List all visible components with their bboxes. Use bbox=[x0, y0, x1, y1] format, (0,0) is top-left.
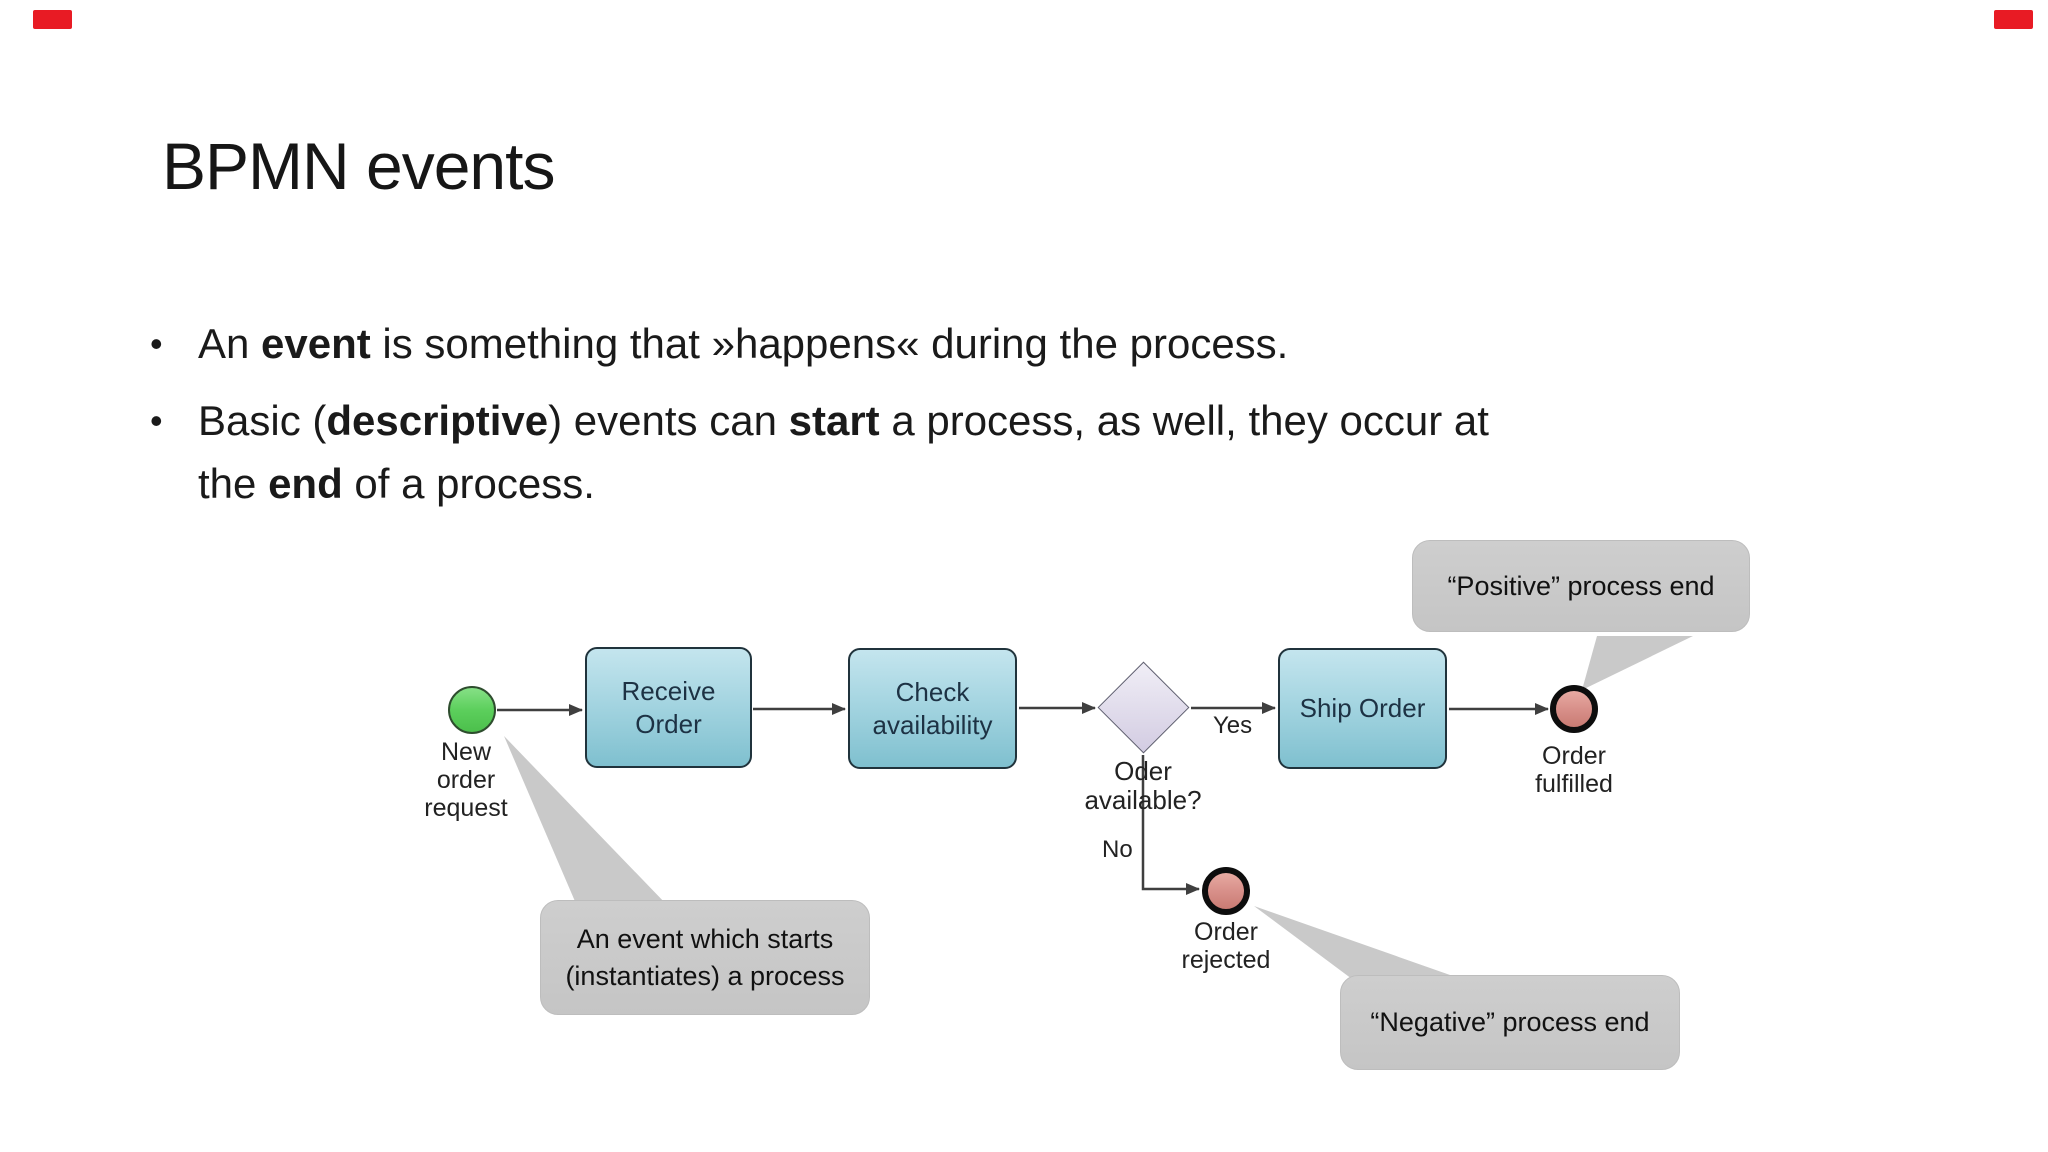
flow-gateway-no-to-rejected bbox=[1141, 755, 1200, 895]
start-event-circle bbox=[448, 686, 496, 734]
task-ship-order: Ship Order bbox=[1278, 648, 1447, 769]
red-corner-marker-left bbox=[33, 10, 72, 29]
end-event-rejected-circle bbox=[1202, 867, 1250, 915]
bullet-text-2: Basic (descriptive) events can start a p… bbox=[198, 397, 1489, 507]
callout-tail-negative bbox=[1254, 906, 1470, 982]
end-event-fulfilled-label: Order fulfilled bbox=[1535, 742, 1613, 798]
bullet-list: • An event is something that »happens« d… bbox=[150, 312, 1850, 529]
callout-tail-start bbox=[504, 736, 668, 906]
end-event-fulfilled-circle bbox=[1550, 685, 1598, 733]
start-event-label: New order request bbox=[424, 738, 508, 822]
bullet-glyph: • bbox=[150, 323, 163, 364]
bullet-text-1: An event is something that »happens« dur… bbox=[198, 320, 1289, 367]
task-receive-order: Receive Order bbox=[585, 647, 752, 768]
bullet-item-1: • An event is something that »happens« d… bbox=[150, 312, 1850, 375]
gateway-label: Oder available? bbox=[1084, 756, 1202, 815]
callout-negative-process-end: “Negative” process end bbox=[1340, 975, 1680, 1070]
task-check-availability: Check availability bbox=[848, 648, 1017, 769]
gateway-no-label: No bbox=[1102, 836, 1133, 863]
callout-start-event-note: An event which starts (instantiates) a p… bbox=[540, 900, 870, 1015]
callout-tail-positive bbox=[1582, 636, 1693, 690]
bullet-glyph: • bbox=[150, 400, 163, 441]
red-corner-marker-right bbox=[1994, 10, 2033, 29]
page-title: BPMN events bbox=[162, 129, 555, 203]
gateway-yes-label: Yes bbox=[1213, 712, 1253, 739]
bullet-item-2: • Basic (descriptive) events can start a… bbox=[150, 389, 1850, 515]
end-event-rejected-label: Order rejected bbox=[1181, 918, 1271, 974]
callout-positive-process-end: “Positive” process end bbox=[1412, 540, 1750, 632]
